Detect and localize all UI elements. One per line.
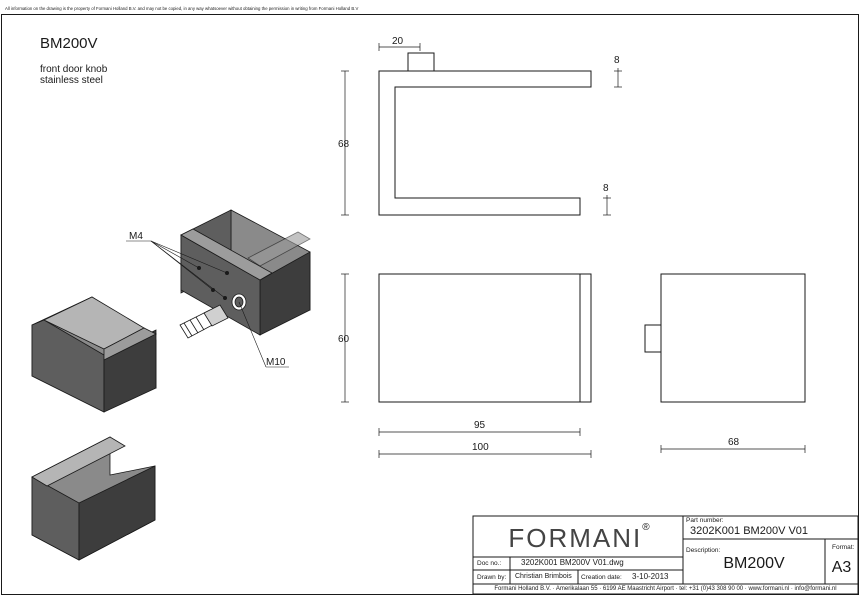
dim-front-height-label: 60 bbox=[338, 334, 350, 345]
company-footer: Formani Holland B.V. · Amerikalaan 55 · … bbox=[494, 586, 837, 592]
creation-date-label: Creation date: bbox=[581, 574, 622, 581]
part-number-value: 3202K001 BM200V V01 bbox=[690, 525, 809, 537]
description-label: Description: bbox=[686, 547, 721, 554]
doc-no-value: 3202K001 BM200V V01.dwg bbox=[521, 558, 624, 567]
doc-no-label: Doc no.: bbox=[477, 560, 502, 567]
dim-side-width-label: 68 bbox=[728, 437, 740, 448]
logo-wordmark: FORMANI bbox=[508, 523, 643, 553]
dim-thickness-bottom-label: 8 bbox=[603, 183, 609, 194]
iso-u-channel-lower bbox=[31, 436, 156, 561]
knob-stub-top bbox=[407, 52, 435, 72]
right-side-outline bbox=[660, 273, 806, 403]
dim-thickness-bottom bbox=[603, 195, 611, 216]
dim-side-width bbox=[660, 445, 806, 453]
title-block-frame bbox=[472, 515, 859, 595]
iso-u-channel-open bbox=[31, 296, 157, 413]
format-value: A3 bbox=[831, 559, 852, 576]
c-profile-outline bbox=[378, 70, 592, 216]
dim-side-height bbox=[341, 70, 349, 216]
drawing-title: BM200V bbox=[40, 35, 98, 52]
dim-side-height-label: 68 bbox=[338, 139, 350, 150]
dim-inner-width bbox=[378, 428, 581, 436]
part-number-label: Part number: bbox=[686, 517, 724, 524]
dim-outer-width-label: 100 bbox=[472, 442, 489, 453]
dim-top-width bbox=[378, 43, 421, 51]
logo-registered-mark: ® bbox=[642, 522, 650, 533]
dim-thickness-top bbox=[614, 68, 622, 88]
drawn-by-value: Christian Brimbois bbox=[515, 573, 572, 580]
description-line-1: front door knob bbox=[40, 64, 108, 75]
dim-front-height bbox=[341, 273, 349, 403]
formani-logo: FORMANI® bbox=[475, 520, 683, 556]
dim-inner-width-label: 95 bbox=[474, 420, 486, 431]
right-side-knob-stub bbox=[644, 324, 662, 353]
creation-date-value: 3-10-2013 bbox=[632, 572, 669, 581]
m10-leader-line bbox=[238, 301, 289, 368]
front-view-outline bbox=[378, 273, 592, 403]
right-side-view bbox=[644, 273, 806, 403]
dim-outer-width bbox=[378, 450, 592, 458]
front-view bbox=[378, 273, 592, 403]
copyright-notice: All information on the drawing is the pr… bbox=[5, 6, 358, 11]
dim-thickness-top-label: 8 bbox=[614, 55, 620, 66]
description-line-2: stainless steel bbox=[40, 75, 103, 86]
iso-knob-block bbox=[179, 209, 311, 339]
description-value: BM200V bbox=[723, 555, 785, 572]
format-label: Format: bbox=[832, 544, 855, 551]
m4-leader-lines bbox=[126, 240, 228, 299]
dim-top-width-label: 20 bbox=[392, 36, 404, 47]
callout-m10: M10 bbox=[266, 357, 286, 368]
drawn-by-label: Drawn by: bbox=[477, 574, 507, 581]
side-profile-view bbox=[378, 52, 592, 216]
sheet-border bbox=[1, 14, 859, 595]
callout-m4: M4 bbox=[129, 231, 143, 242]
